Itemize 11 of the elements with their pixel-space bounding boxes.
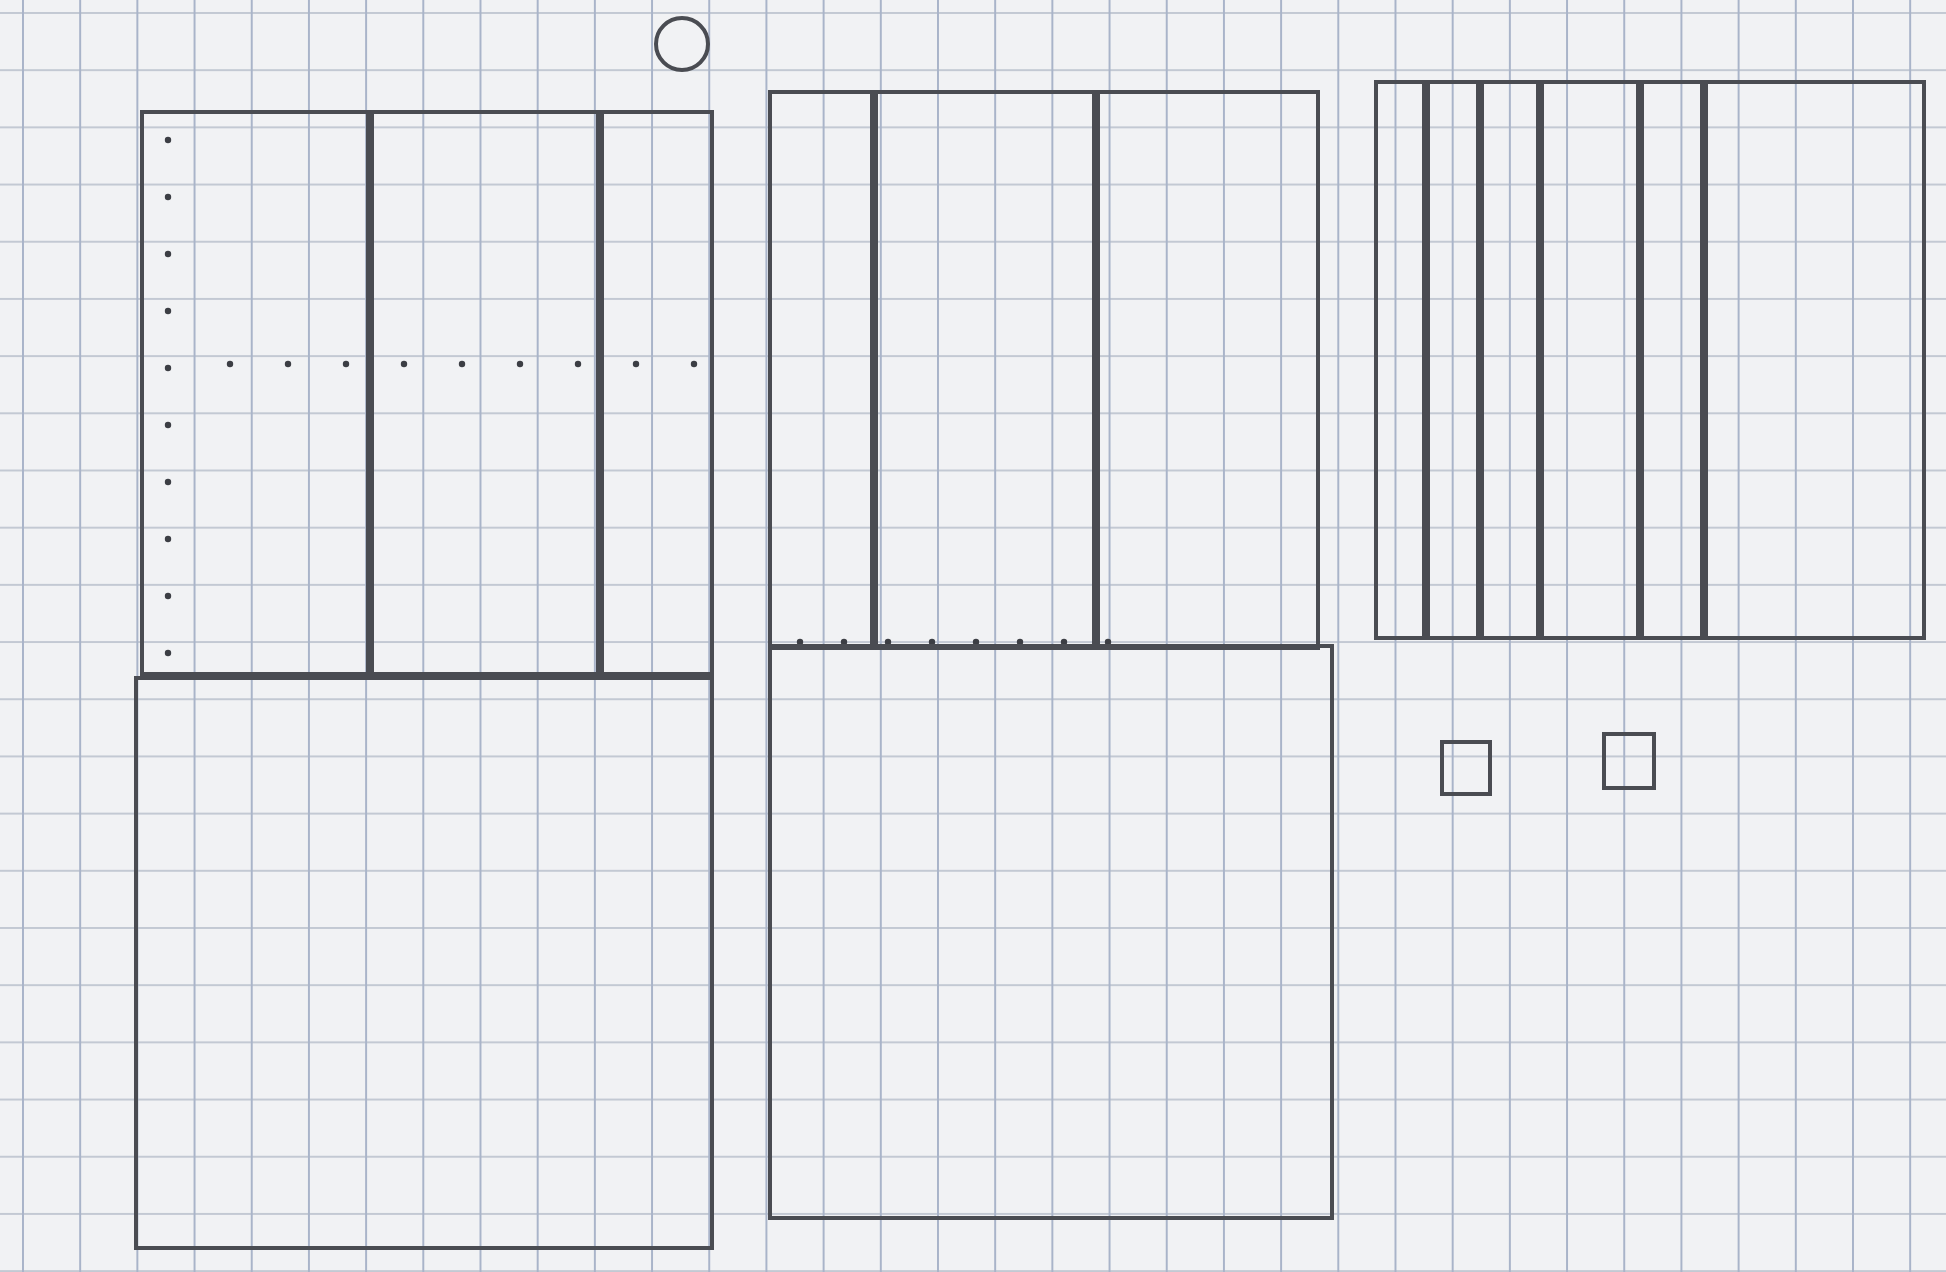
column-strip (1480, 80, 1540, 640)
column-strip (1640, 80, 1704, 640)
column-strip (370, 110, 600, 676)
circle-mark (654, 16, 710, 72)
column-strip (874, 90, 1096, 650)
panel-outline (134, 676, 714, 1250)
small-square (1602, 732, 1656, 790)
small-square (1440, 740, 1492, 796)
column-strip (1540, 80, 1640, 640)
column-strip (1426, 80, 1480, 640)
panel-outline (768, 644, 1334, 1220)
